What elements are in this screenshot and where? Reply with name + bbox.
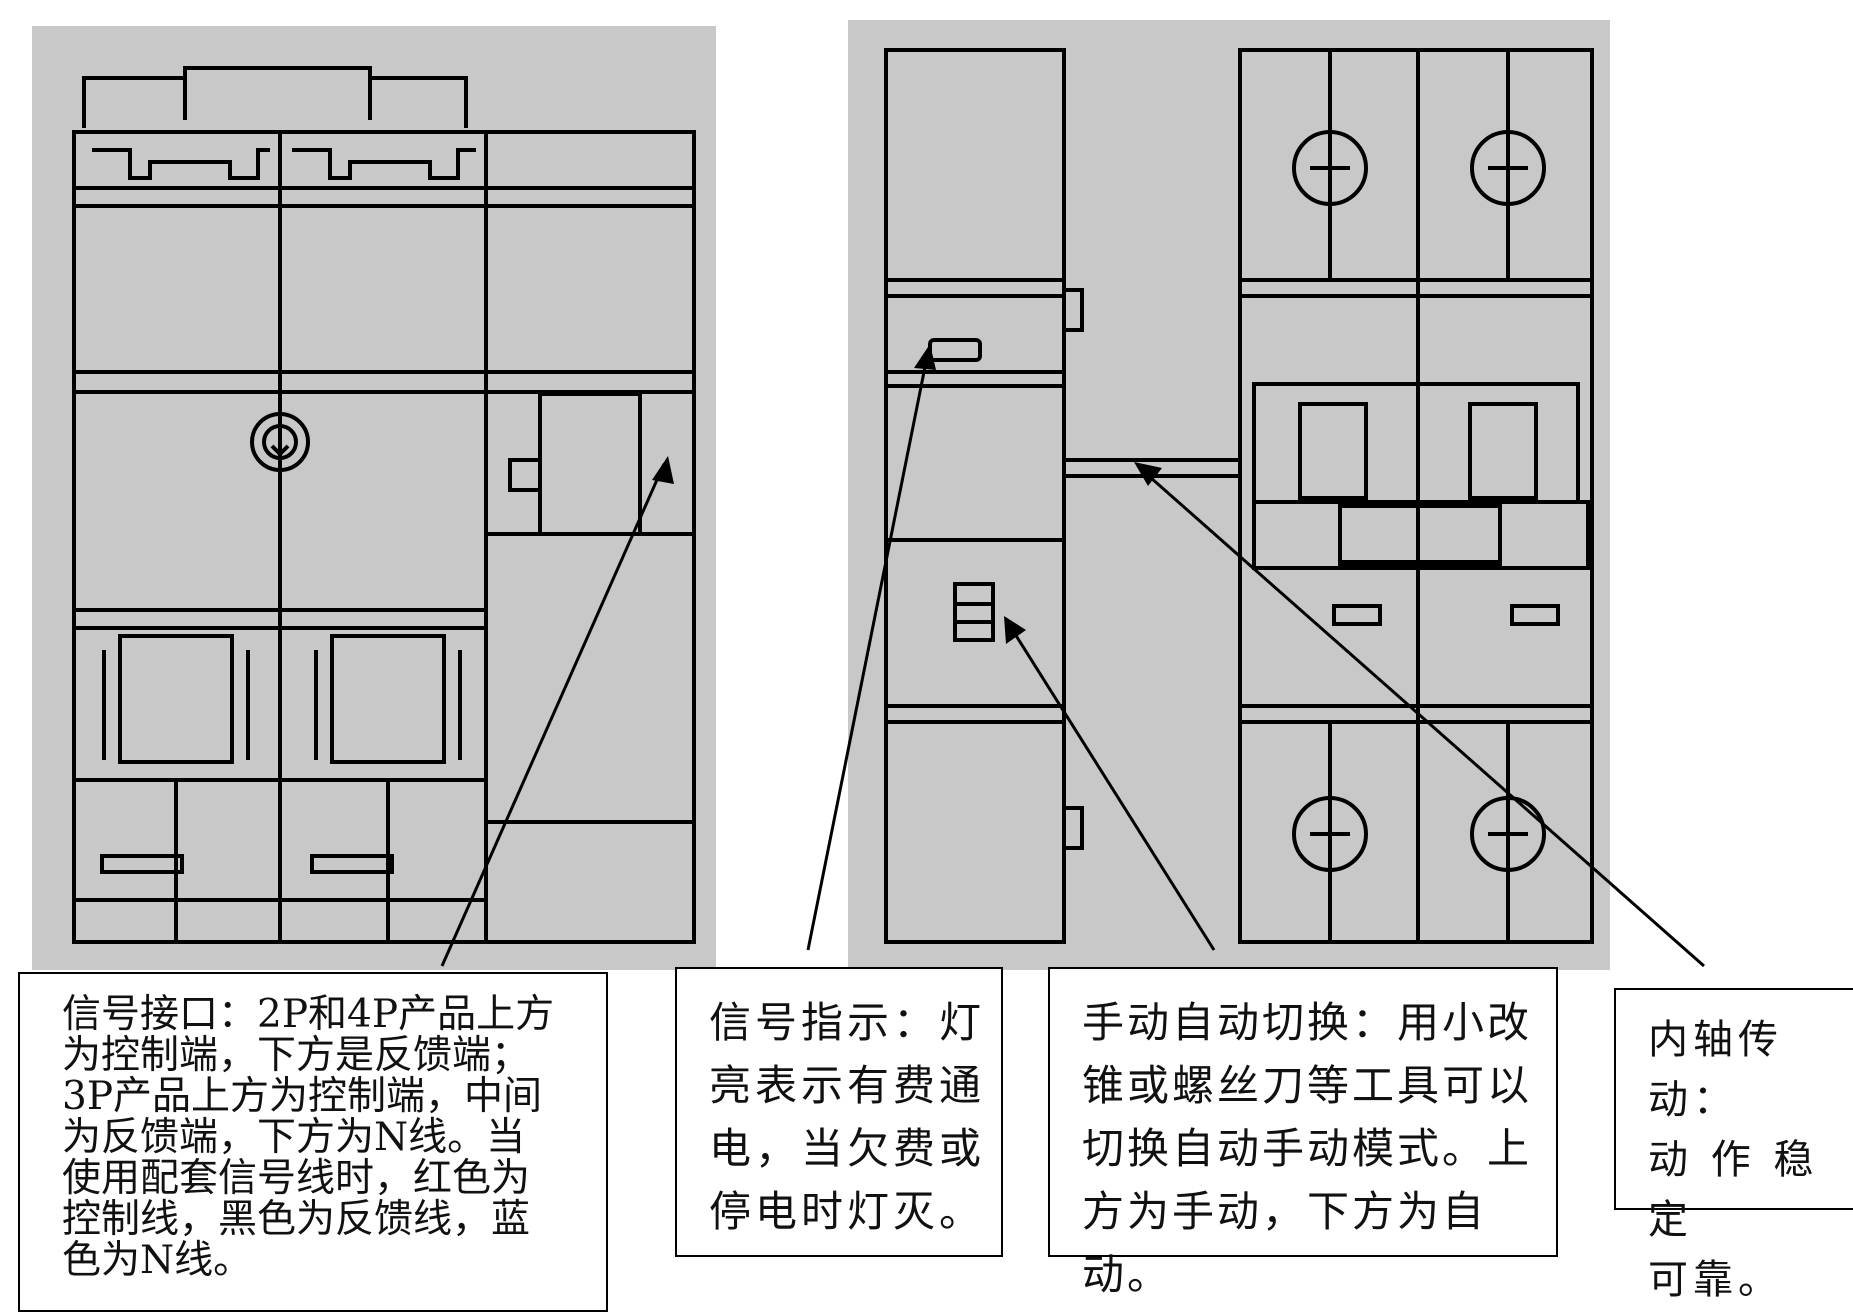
callout-signal-indicator: 信号指示：灯 亮表示有费通 电，当欠费或 停电时灯灭。	[675, 967, 1003, 1257]
leader-line-manual-auto	[1008, 625, 1216, 951]
breaker-front-view	[32, 26, 716, 970]
arrowheads	[652, 344, 1162, 644]
callout-manual-auto-switch: 手动自动切换：用小改 锥或螺丝刀等工具可以 切换自动手动模式。上 方为手动，下方…	[1048, 967, 1558, 1299]
callout-manual-auto-switch-text: 手动自动切换：用小改 锥或螺丝刀等工具可以 切换自动手动模式。上 方为手动，下方…	[1082, 998, 1533, 1299]
leader-line-signal-interface	[440, 463, 666, 967]
breaker-side-view	[848, 20, 1610, 970]
callout-inner-shaft-drive-text: 内轴传动： 动 作 稳 定 可靠。	[1648, 1017, 1819, 1303]
callout-signal-interface-text: 信号接口：2P和4P产品上方 为控制端，下方是反馈端； 3P产品上方为控制端，中…	[62, 992, 555, 1283]
leader-line-signal-indicator	[806, 351, 930, 951]
callout-inner-shaft-drive: 内轴传动： 动 作 稳 定 可靠。	[1614, 988, 1853, 1303]
leader-lines	[440, 351, 1705, 968]
callout-signal-indicator-text: 信号指示：灯 亮表示有费通 电，当欠费或 停电时灯灭。	[709, 998, 986, 1236]
leader-line-inner-shaft	[1141, 468, 1705, 968]
callout-signal-interface: 信号接口：2P和4P产品上方 为控制端，下方是反馈端； 3P产品上方为控制端，中…	[18, 972, 608, 1312]
